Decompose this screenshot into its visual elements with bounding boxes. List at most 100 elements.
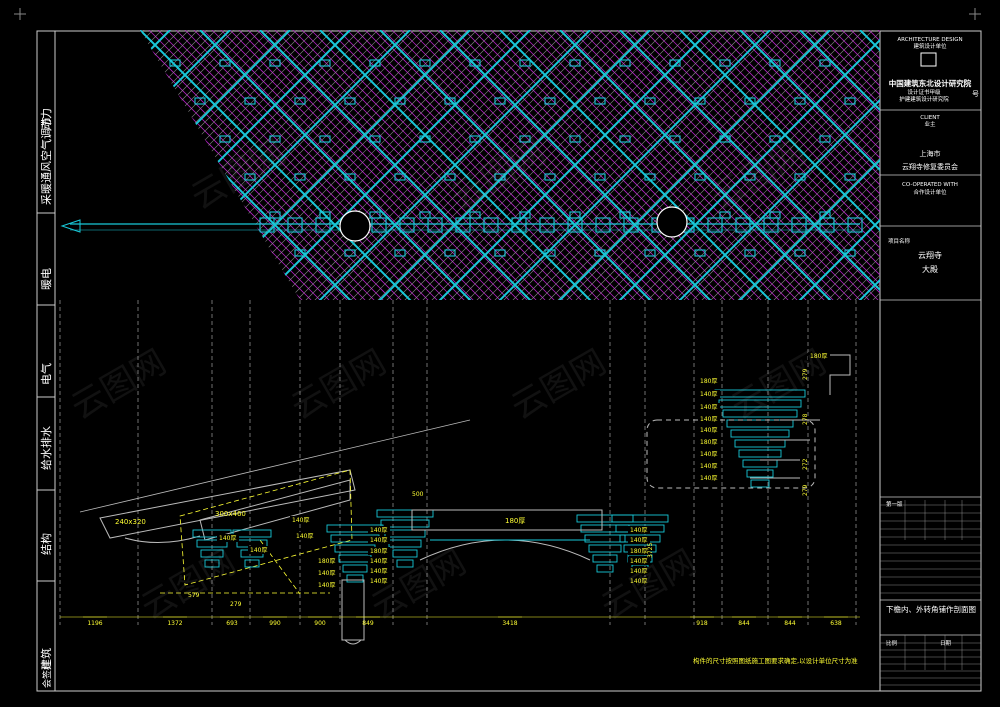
drawing-note: 构件的尺寸按照图纸施工图要求确定,以设计单位尺寸为准	[693, 656, 858, 665]
thickness-tag-14: 140厚	[630, 537, 647, 544]
institute-logo	[920, 52, 937, 67]
margin-label-weak-electric: 暖电	[40, 268, 53, 290]
dashed-callout-box	[646, 419, 816, 489]
revision-row: 第一版	[886, 500, 903, 508]
cooperated-en: CO-OPERATED WITH	[902, 182, 958, 188]
right-corner-bracket	[750, 354, 851, 479]
architecture-design-cn: 建筑设计单位	[913, 42, 947, 50]
bottom-dim-2: 693	[226, 620, 238, 627]
client-cn: 业主	[924, 120, 936, 128]
client-en: CLIENT	[920, 115, 940, 121]
margin-label-architecture: 建筑	[39, 648, 53, 670]
bottom-dim-7: 918	[696, 620, 708, 627]
thickness-tag-8: 140厚	[370, 537, 387, 544]
vertical-gridlines	[59, 300, 857, 625]
svg-text:云图网: 云图网	[65, 342, 173, 428]
margin-label-electrical: 电气	[39, 363, 53, 385]
thickness-tag-16: 140厚	[630, 558, 647, 565]
dim-278-vert: 278	[802, 413, 809, 425]
margin-label-signoff: 会签栏	[41, 661, 53, 688]
bottom-dim-0: 1196	[87, 620, 102, 627]
thickness-tag-6: 140厚	[318, 582, 335, 589]
svg-text:云图网: 云图网	[725, 342, 833, 428]
beam-label-300x460: 300x460	[215, 510, 246, 518]
dim-279-vert-b: 279	[802, 484, 809, 496]
thickness-tags: 140厚 140厚 140厚 140厚 180厚 140厚 140厚 140厚 140厚 180厚…	[217, 352, 830, 589]
architecture-design-en: ARCHITECTURE DESIGN	[897, 37, 962, 43]
margin-label-hvac: 采暖通风空气调节	[39, 117, 53, 205]
project-name-1: 云翔寺	[918, 250, 942, 260]
beam-label-240x320: 240x320	[115, 518, 146, 526]
bottom-dim-5: 849	[362, 620, 374, 627]
thickness-tag-23: 140厚	[700, 427, 717, 434]
dim-579: 579	[188, 592, 200, 599]
cert-line-2: 护建建筑设计研究院	[899, 95, 949, 103]
svg-text:云图网: 云图网	[135, 542, 243, 628]
title-block-frame	[879, 30, 982, 692]
dim-500: 500	[412, 491, 424, 498]
thickness-tag-22: 140厚	[700, 416, 717, 423]
roof-rafters-plan	[140, 30, 880, 300]
thickness-tag-4: 180厚	[318, 558, 335, 565]
thickness-tag-25: 140厚	[700, 451, 717, 458]
title-block: ARCHITECTURE DESIGN 建筑设计单位 中国建筑东北设计研究院 设…	[880, 37, 981, 686]
eave-beams	[99, 469, 356, 544]
thickness-tag-20: 140厚	[700, 391, 717, 398]
thickness-tag-15: 180厚	[630, 548, 647, 555]
footer-label-scale: 比例	[886, 639, 898, 647]
number-mark: 号	[972, 90, 979, 98]
thickness-tag-3: 140厚	[296, 533, 313, 540]
footer-label-date: 日期	[940, 640, 952, 647]
thickness-tag-10: 140厚	[370, 558, 387, 565]
thickness-tag-0: 140厚	[292, 517, 309, 524]
margin-label-power: 动力	[40, 108, 53, 130]
dim-272-vert: 272	[802, 458, 809, 470]
plan-axis-tip	[60, 219, 81, 233]
thickness-tag-2: 140厚	[250, 547, 267, 554]
left-margin-dividers	[37, 212, 55, 582]
margin-label-structure: 结构	[39, 533, 53, 555]
bottom-dim-1: 1372	[167, 620, 182, 627]
column-base	[341, 579, 365, 641]
drawing-title: 下檐内、外转角铺作剖面图	[886, 604, 976, 614]
thickness-tag-24: 180厚	[700, 439, 717, 446]
svg-text:云图网: 云图网	[185, 132, 293, 218]
thickness-tag-26: 140厚	[700, 463, 717, 470]
corner-ticks	[14, 8, 981, 20]
thickness-tag-21: 140厚	[700, 404, 717, 411]
thickness-tag-7: 140厚	[370, 527, 387, 534]
thickness-tag-13: 140厚	[630, 527, 647, 534]
thickness-tag-17: 140厚	[630, 568, 647, 575]
institute-name: 中国建筑东北设计研究院	[889, 78, 972, 88]
client-city: 上海市	[920, 149, 941, 158]
margin-label-plumbing: 给水排水	[39, 426, 53, 470]
thickness-tag-9: 180厚	[370, 548, 387, 555]
bottom-dim-4: 900	[314, 620, 326, 627]
cooperated-cn: 合作设计单位	[913, 188, 947, 196]
dim-279: 279	[230, 601, 242, 608]
thickness-tag-19: 180厚	[700, 378, 717, 385]
thickness-tag-27: 140厚	[700, 475, 717, 482]
thickness-tag-18: 140厚	[630, 578, 647, 585]
main-girder	[411, 509, 603, 531]
bottom-dim-3: 990	[269, 620, 281, 627]
thickness-tag-12: 140厚	[370, 578, 387, 585]
cert-line-1: 设计证书甲级	[907, 88, 941, 96]
roof-slope-line	[79, 419, 471, 513]
client-name: 云翔寺修复委员会	[902, 162, 958, 171]
bottom-dim-8: 844	[738, 620, 750, 627]
bottom-dim-9: 844	[784, 620, 796, 627]
dim-279-vert: 279	[802, 368, 809, 380]
thickness-tag-11: 140厚	[370, 568, 387, 575]
svg-text:云图网: 云图网	[285, 342, 393, 428]
thickness-tag-28: 180厚	[810, 353, 827, 360]
dim-3725: 3725	[647, 543, 654, 558]
thickness-tag-1: 140厚	[219, 535, 236, 542]
column-circle-right	[656, 206, 688, 238]
bottom-dim-6: 3418	[502, 620, 517, 627]
project-label: 项目名称	[888, 237, 911, 245]
svg-text:云图网: 云图网	[505, 342, 613, 428]
thickness-tag-5: 140厚	[318, 570, 335, 577]
